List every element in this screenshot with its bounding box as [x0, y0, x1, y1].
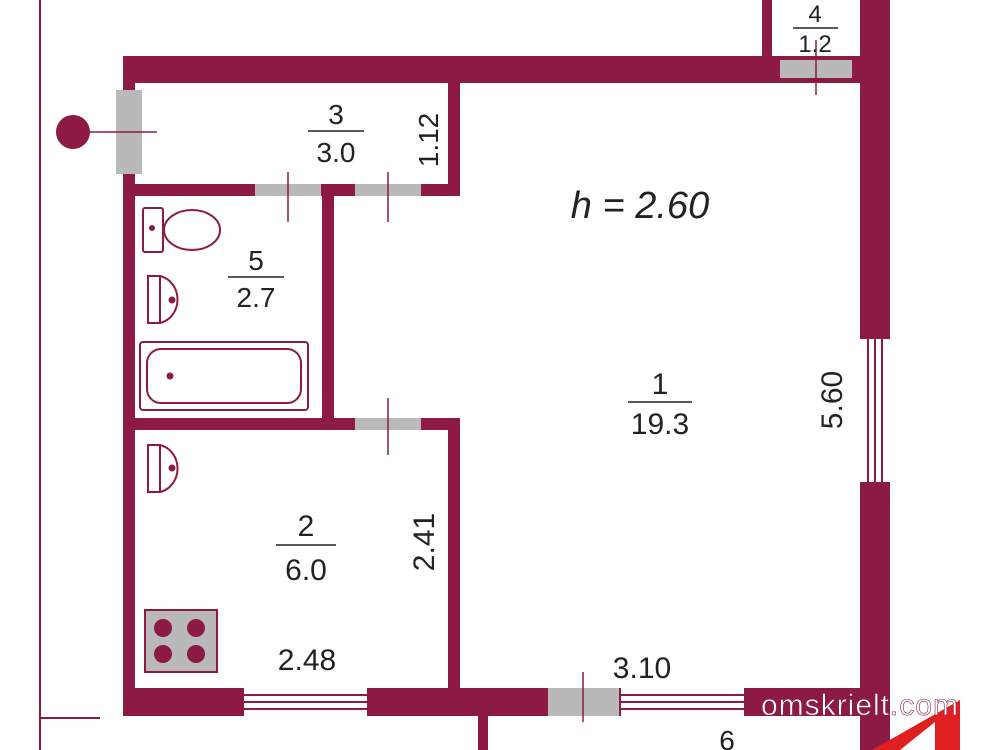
- dimension-neighbor-partial: 6: [719, 725, 735, 750]
- kitchen-sink-icon: [147, 444, 179, 493]
- logo-corner: [872, 700, 960, 750]
- room-5-number: 5: [248, 245, 264, 276]
- room-3-number: 3: [328, 99, 344, 130]
- bathtub-icon: [139, 341, 309, 411]
- room-1-number: 1: [652, 368, 669, 401]
- toilet-icon: [142, 207, 221, 253]
- dimension-room-1-window: 3.10: [613, 652, 671, 685]
- window-kitchen: [242, 688, 369, 716]
- room-4-number: 4: [808, 1, 821, 28]
- stove-icon: [144, 609, 218, 673]
- sink-icon: [147, 275, 179, 324]
- dimension-kitchen-height: 2.41: [408, 513, 441, 571]
- door-leaf-lines: [90, 40, 817, 722]
- window-right: [860, 337, 890, 484]
- room-2-area: 6.0: [285, 554, 327, 587]
- room-1-area: 19.3: [631, 408, 689, 441]
- watermark-text: omskrielt.com: [761, 689, 959, 722]
- room-3-area: 3.0: [317, 137, 356, 168]
- riser-icon: [56, 115, 90, 149]
- ceiling-height: h = 2.60: [571, 185, 709, 227]
- dimension-corridor-width: 1.12: [413, 113, 444, 168]
- balcony-door: [548, 688, 620, 716]
- dimension-kitchen-window: 2.48: [278, 644, 336, 677]
- dimension-room-1-height: 5.60: [816, 371, 849, 429]
- window-room-1: [619, 688, 746, 716]
- room-4-area: 1.2: [798, 31, 831, 58]
- room-5-area: 2.7: [237, 282, 276, 313]
- room-2-number: 2: [298, 510, 315, 543]
